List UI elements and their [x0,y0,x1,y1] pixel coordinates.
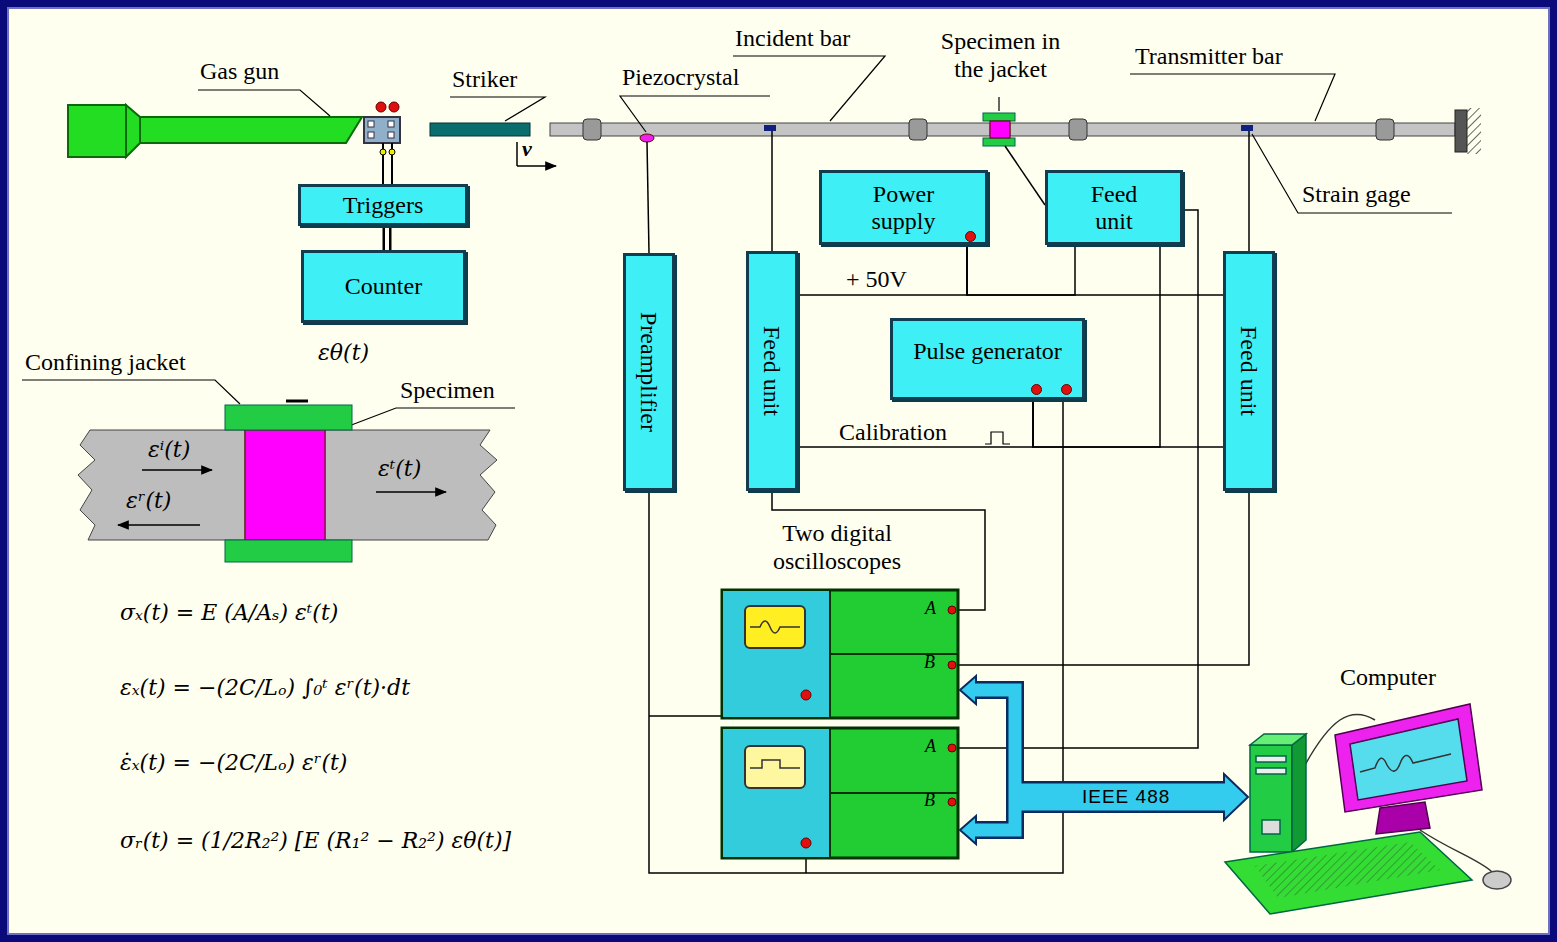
data-bus [960,676,1248,844]
part-name: Specimen in the jacket [928,28,1073,83]
pulse-generator-box: Pulse generator [890,318,1085,400]
connector-group [798,245,967,295]
pin [380,149,386,155]
connector-group [967,245,1223,295]
part-name: Striker [452,66,517,94]
formula: σᵣ(t) = (1/2R₂²) [E (R₁² − R₂²) εθ(t)] [120,828,511,853]
power-supply-box: Power supply [819,170,988,245]
box-label: Feed unit [1236,326,1262,416]
part-name: Piezocrystal [622,64,739,92]
connector-group [798,400,1033,447]
trigger-sensor [389,102,399,112]
wire [967,245,1075,295]
wire [1033,400,1223,447]
part-name: Strain gage [1302,181,1411,209]
double-wire [383,226,392,250]
box-label: Pulse generator [913,338,1062,364]
box-label: Power supply [849,181,959,234]
feed-unit-box: Feed unit [746,251,798,491]
strain-gage [764,125,776,131]
inset-detail [78,401,497,562]
velocity-arrow [517,165,556,167]
signal-name: εʳ(t) [126,488,171,513]
wall-hatching [1467,108,1481,154]
signal-name: εᵗ(t) [378,456,421,481]
bar-supports [583,119,1394,140]
signal-name: εⁱ(t) [148,437,190,462]
device-name: Computer [1340,664,1436,692]
computer-drawing [1225,704,1511,914]
channel-name: A [925,736,936,757]
strain-gage [1241,125,1253,131]
feed-unit-box: Feed unit [1045,170,1183,245]
signal-wires [647,131,1249,873]
formula: εₓ(t) = −(2C/Lₒ) ∫₀ᵗ εʳ(t)·dt [120,675,410,700]
part-name: Gas gun [200,58,279,86]
wire [967,245,1223,295]
pin [389,149,395,155]
channel-name: B [924,652,935,673]
wire-label: + 50V [843,266,910,292]
trigger-sensor [376,102,386,112]
oscilloscope [722,728,958,858]
part-name: Incident bar [735,25,850,53]
counter-box: Counter [301,250,466,323]
channel-name: B [924,790,935,811]
oscilloscope [722,590,958,718]
fixed-wall [1455,110,1467,152]
terminal-dot [1031,384,1042,395]
box-label: Feed unit [1079,181,1149,234]
velocity-tick [516,142,518,166]
channel-name: A [925,598,936,619]
terminal-dot [1061,384,1072,395]
connector-group [1033,400,1223,447]
part-name: Confining jacket [25,349,186,377]
edge-core [385,226,389,250]
wire [798,400,1033,447]
box-label: Preamplifier [636,312,662,432]
jacket [983,113,1015,121]
connector-group [967,245,1075,295]
device-name: Two digital oscilloscopes [752,520,922,575]
velocity-symbol: v [522,136,532,161]
wire-label: Calibration [836,419,950,445]
jacket [983,138,1015,146]
formula: σₓ(t) = E (A/Aₛ) εᵗ(t) [120,600,338,625]
part-name: Specimen [400,377,495,405]
specimen [990,121,1010,138]
box-label: Counter [345,273,422,299]
wire [798,245,967,295]
bus-name: IEEE 488 [1082,786,1170,808]
striker-bar [430,123,530,136]
connector-group [387,226,388,250]
gas-gun [68,105,400,157]
box-label: Triggers [343,192,423,218]
piezocrystal [640,134,654,142]
signal-name: εθ(t) [318,340,369,365]
triggers-box: Triggers [298,184,468,226]
terminal-dot [965,231,976,242]
background [8,8,1549,934]
formula: ε̇ₓ(t) = −(2C/Lₒ) εʳ(t) [120,750,347,775]
leader-lines [22,56,1452,440]
preamplifier-box: Preamplifier [623,253,675,491]
box-label: Feed unit [759,326,785,416]
part-name: Transmitter bar [1135,43,1283,71]
feed-unit-box: Feed unit [1223,251,1275,491]
